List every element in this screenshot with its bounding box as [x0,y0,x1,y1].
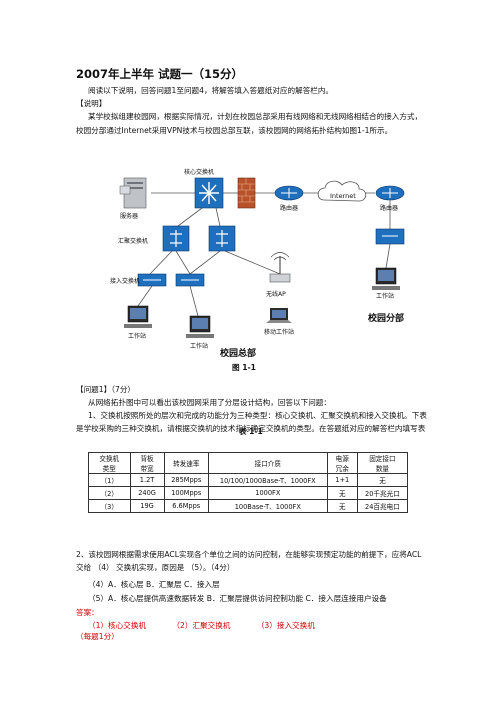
description-text: 某学校拟组建校园网，根据实际情况，计划在校园总部采用有线网络和无线网络相结合的接… [76,112,423,135]
answer-score-note: （每题1分） [76,632,119,641]
firewall-icon [237,177,256,209]
internet-label: Internet [330,192,356,200]
intro-text: 阅读以下说明，回答问题1至问题4，将解答填入答题纸对应的解答栏内。 [88,86,334,95]
question1-intro: 从网络拓扑图中可以看出该校园网采用了分层设计结构，回答以下问题： [88,398,331,407]
internet-cloud-icon [317,180,367,202]
router1-label: 路由器 [280,204,298,212]
header-power-redundancy: 电源冗余 [326,452,358,474]
branch-workstation-icon [372,267,400,290]
switch-spec-table: 交换机类型 背板带宽 转发速率 接口介质 电源冗余 固定接口数量 （1）1.2T… [88,452,409,513]
figure-caption: 图 1-1 [232,363,256,372]
server-icon [119,177,147,209]
answer-2: （2）汇聚交换机 [172,621,231,630]
wireless-ap-label: 无线AP [266,290,286,298]
mobile-workstation-label: 移动工作站 [264,328,294,336]
network-topology-figure: 核心交换机 服务器 路由器 Internet 路由器 汇聚交换机 接入交换机 无… [110,168,405,359]
workstation2-label: 工作站 [190,342,208,350]
core-switch-label: 核心交换机 [184,168,214,176]
router-icon [274,185,304,201]
access-switch-label: 接入交换机 [110,277,140,285]
campus-hq-label: 校园总部 [220,347,256,359]
page-title: 2007年上半年 试题一（15分） [76,67,244,81]
question1-item1: 1、交换机按照所处的层次和完成的功能分为三种类型：核心交换机、汇聚交换机和接入交… [76,411,427,433]
header-fixed-ports: 固定接口数量 [356,452,409,474]
header-backplane: 背板带宽 [129,452,165,474]
table-caption: 表 1-1 [239,427,263,436]
router2-label: 路由器 [380,204,398,212]
answer-3: （3）接入交换机 [256,621,315,630]
answer-label: 答案： [76,608,99,617]
header-interface-media: 接口介质 [207,452,328,474]
server-label: 服务器 [120,212,138,220]
access-switch-icon [137,273,167,287]
aggregation-switch-icon [208,225,236,252]
answer-row: （1）核心交换机 （2）汇聚交换机 （3）接入交换机 （每题1分） [76,620,428,642]
header-switch-type: 交换机类型 [88,452,131,474]
question1-item2: 2、该校园网根据需求使用ACL实现各个单位之间的访问控制，在能够实现预定功能的前… [76,550,422,572]
workstation-icon [186,315,214,338]
question4-options: （4）A．核心层 B．汇聚层 C．接入层 [88,580,220,589]
campus-branch-label: 校园分部 [368,312,404,324]
aggregation-switch-icon [162,225,190,252]
workstation1-label: 工作站 [128,332,146,340]
aggregation-switch-label: 汇聚交换机 [118,237,148,245]
description-label: 【说明】 [76,99,107,108]
router-icon [375,185,405,201]
header-forwarding: 转发速率 [163,452,209,474]
branch-switch-icon [375,228,405,245]
wireless-ap-icon [269,252,291,283]
question1-label: 【问题1】（7分） [76,385,136,394]
answer-1: （1）核心交换机 [88,621,146,630]
core-switch-icon [194,177,224,209]
workstation-icon [124,305,152,328]
question5-options: （5）A．核心层提供高速数据转发 B．汇聚层提供访问控制功能 C．接入层连接用户… [88,594,387,603]
laptop-icon [266,308,292,323]
access-switch-icon [175,273,205,287]
branch-workstation-label: 工作站 [376,292,394,300]
table-header-row: 交换机类型 背板带宽 转发速率 接口介质 电源冗余 固定接口数量 [88,452,409,474]
